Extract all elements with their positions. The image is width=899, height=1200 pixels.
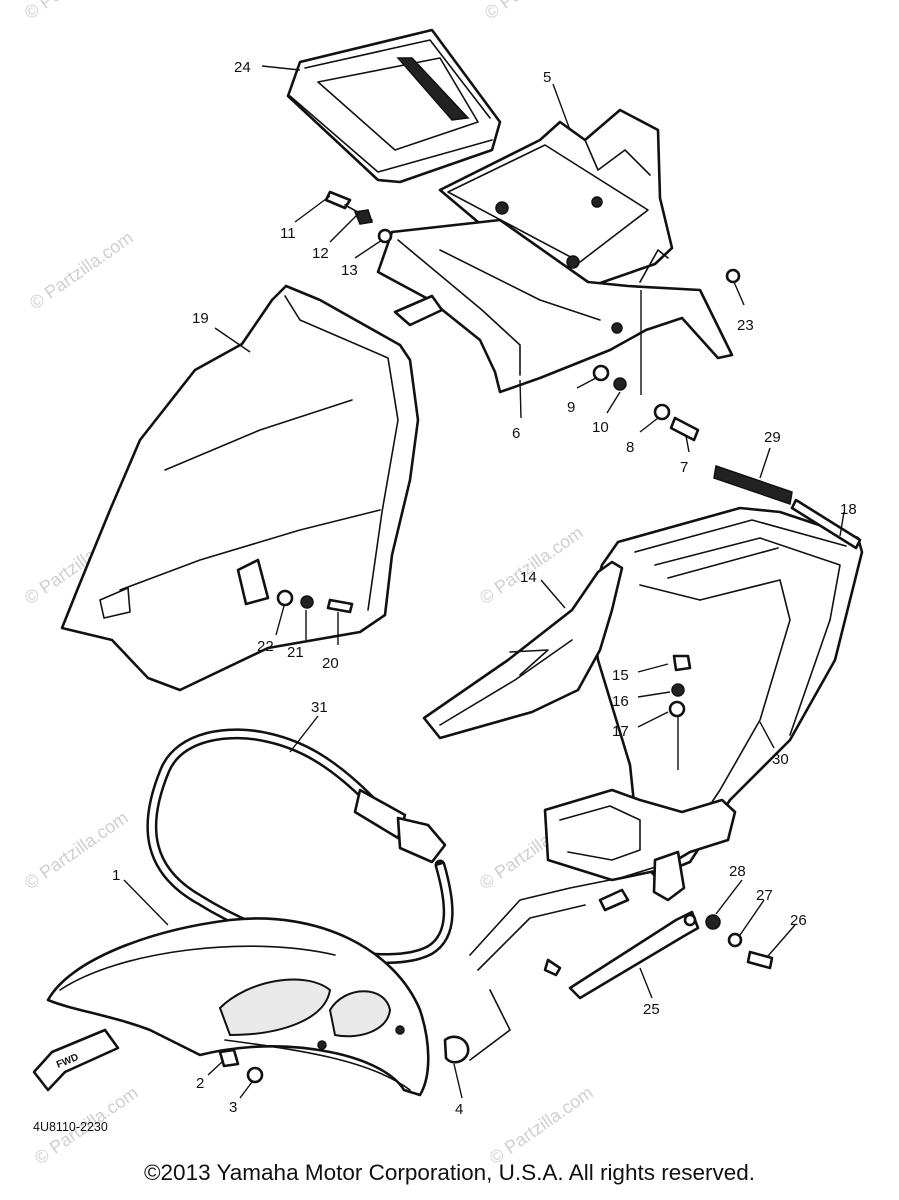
callout-16: 16 (612, 693, 629, 710)
callout-12: 12 (312, 245, 329, 262)
callout-6: 6 (512, 425, 520, 442)
hardware-2-3-4 (218, 958, 562, 1084)
callout-21: 21 (287, 644, 304, 661)
hardware-15-16-17 (668, 654, 692, 770)
part-24-seat-cover (286, 28, 502, 184)
part-19-inner-fender (60, 284, 420, 692)
hardware-7-8-9-10 (592, 290, 700, 442)
watermark: © Partzilla.com (476, 522, 587, 608)
callout-7: 7 (680, 459, 688, 476)
part-29-emblem (713, 465, 862, 550)
part-1-front-fender (46, 917, 430, 1097)
watermark: © Partzilla.com (21, 0, 132, 23)
callout-3: 3 (229, 1099, 237, 1116)
frame-rear (469, 788, 737, 1061)
hardware-26-27-28 (705, 914, 774, 970)
drawing-code: 4U8110-2230 (33, 1120, 108, 1134)
callout-10: 10 (592, 419, 609, 436)
callout-19: 19 (192, 310, 209, 327)
callout-28: 28 (729, 863, 746, 880)
callout-27: 27 (756, 887, 773, 904)
callout-5: 5 (543, 69, 551, 86)
callout-8: 8 (626, 439, 634, 456)
watermark: © Partzilla.com (486, 1082, 597, 1168)
callout-23: 23 (737, 317, 754, 334)
callout-17: 17 (612, 723, 629, 740)
callout-29: 29 (764, 429, 781, 446)
fwd-arrow-icon: FWD (32, 1028, 120, 1092)
part-31-pipe (146, 728, 454, 964)
watermark: © Partzilla.com (26, 227, 137, 313)
callout-13: 13 (341, 262, 358, 279)
callout-14: 14 (520, 569, 537, 586)
hardware-20-21-22 (276, 589, 354, 614)
part-6-rear-bracket (376, 218, 734, 394)
part-5-tray (438, 108, 674, 292)
part-14-seat-base (422, 560, 624, 740)
callout-25: 25 (643, 1001, 660, 1018)
callout-4: 4 (455, 1101, 463, 1118)
callout-26: 26 (790, 912, 807, 929)
leader-lines (123, 65, 845, 1099)
callout-9: 9 (567, 399, 575, 416)
callout-20: 20 (322, 655, 339, 672)
callout-22: 22 (257, 638, 274, 655)
callout-11: 11 (280, 225, 296, 242)
watermark: © Partzilla.com (481, 0, 592, 23)
callout-18: 18 (840, 501, 857, 518)
callout-24: 24 (234, 59, 251, 76)
callout-31: 31 (311, 699, 328, 716)
part-25-stay (568, 910, 700, 1000)
copyright-notice: ©2013 Yamaha Motor Corporation, U.S.A. A… (143, 1160, 756, 1185)
callout-30: 30 (772, 751, 789, 768)
callout-15: 15 (612, 667, 629, 684)
callout-1: 1 (112, 867, 120, 884)
callout-2: 2 (196, 1075, 204, 1092)
callout-labels: 24 5 11 12 13 23 19 6 9 10 8 7 29 18 14 … (112, 59, 857, 1118)
